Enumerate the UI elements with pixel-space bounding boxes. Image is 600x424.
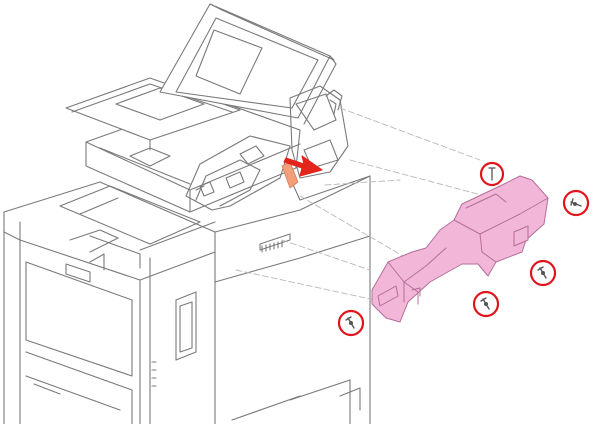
screw-callout-right	[562, 189, 590, 217]
document-feeder	[65, 3, 371, 213]
screw-callout-mid-right	[529, 259, 557, 287]
removal-arrow	[283, 155, 323, 177]
screw-callout-top	[479, 161, 505, 187]
printer-body	[3, 175, 371, 424]
screw-callout-left	[337, 309, 365, 337]
waste-toner-box	[371, 175, 549, 323]
screw-callout-bottom-right	[472, 290, 500, 318]
alignment-guides	[235, 107, 486, 301]
